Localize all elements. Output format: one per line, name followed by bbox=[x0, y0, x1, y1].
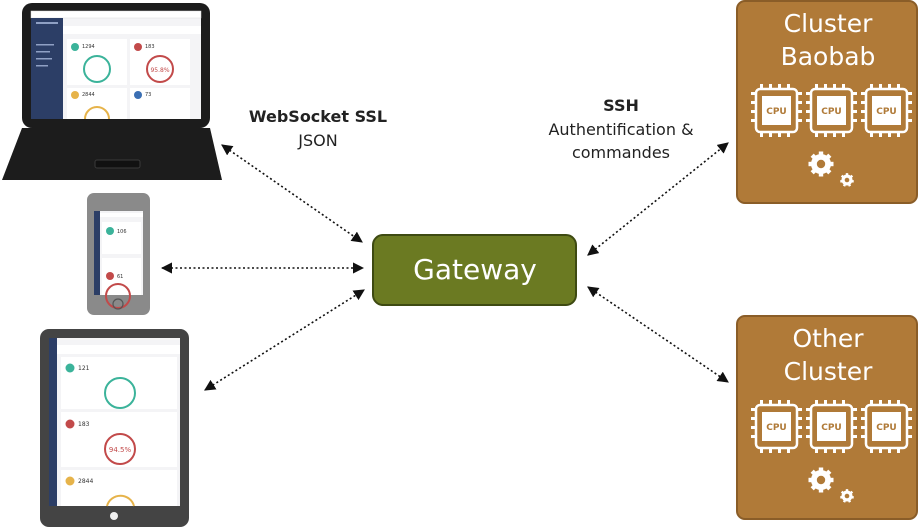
json-label: JSON bbox=[297, 131, 337, 150]
cpu-label: CPU bbox=[821, 107, 842, 117]
cpu-chip: CPU bbox=[806, 84, 857, 137]
gateway-baobab-arrow bbox=[587, 142, 729, 256]
laptop-ring-gauge bbox=[83, 55, 111, 83]
cluster-title-line1: Cluster bbox=[784, 9, 873, 38]
phone-device: 106 61 bbox=[87, 193, 150, 315]
cpu-label: CPU bbox=[876, 107, 897, 117]
websocket-label: WebSocket SSL bbox=[249, 107, 387, 126]
gear-icon bbox=[808, 467, 834, 493]
cpu-label: CPU bbox=[766, 423, 787, 433]
cpu-label: CPU bbox=[766, 107, 787, 117]
gateway-node: Gateway bbox=[372, 234, 577, 306]
cpu-chip: CPU bbox=[861, 400, 912, 453]
gear-icon bbox=[840, 173, 854, 187]
ssh-desc-line2: commandes bbox=[572, 143, 670, 162]
phone-widget-value: 61 bbox=[117, 274, 123, 280]
laptop-sidebar bbox=[31, 18, 63, 119]
cpu-chip: CPU bbox=[861, 84, 912, 137]
cluster-other: Other Cluster CPU CPU CPU bbox=[736, 315, 918, 520]
tablet-device: 121 183 2844 94.5% bbox=[40, 329, 189, 527]
cluster-title-line2: Baobab bbox=[781, 42, 876, 71]
tablet-home-button bbox=[110, 512, 118, 520]
tablet-gauge-value: 94.5% bbox=[109, 446, 132, 454]
tablet-widget-value: 2844 bbox=[78, 478, 93, 485]
laptop-widget-value: 2844 bbox=[82, 92, 95, 98]
cpu-chip: CPU bbox=[751, 84, 802, 137]
laptop-widget-value: 183 bbox=[145, 44, 155, 50]
phone-widget-value: 106 bbox=[117, 229, 127, 235]
gear-icon bbox=[808, 151, 834, 177]
cluster-baobab: Cluster Baobab CPU CPU CPU bbox=[736, 0, 918, 204]
laptop-gateway-arrow bbox=[221, 144, 363, 243]
tablet-widget-value: 121 bbox=[78, 365, 90, 372]
cluster-title-line2: Cluster bbox=[784, 357, 873, 386]
laptop-keyboard-base bbox=[2, 128, 222, 180]
cpu-label: CPU bbox=[876, 423, 897, 433]
laptop-widget-value: 1294 bbox=[82, 44, 95, 50]
cpu-label: CPU bbox=[821, 423, 842, 433]
cluster-title-line1: Other bbox=[793, 324, 865, 353]
phone-home-button bbox=[112, 298, 124, 310]
cpu-chip: CPU bbox=[751, 400, 802, 453]
cpu-chip: CPU bbox=[806, 400, 857, 453]
laptop-widget-value: 73 bbox=[145, 92, 151, 98]
laptop-device: 1294 183 2844 73 95.8% bbox=[2, 3, 222, 180]
laptop-gauge-value: 95.8% bbox=[150, 67, 169, 74]
ssh-label: SSH bbox=[603, 96, 639, 115]
gateway-label: Gateway bbox=[413, 253, 537, 286]
tablet-widget-value: 183 bbox=[78, 421, 90, 428]
ssh-desc-line1: Authentification & bbox=[548, 120, 693, 139]
laptop-ring-gauge bbox=[146, 55, 174, 83]
tablet-gateway-arrow bbox=[204, 289, 365, 391]
gear-icon bbox=[840, 489, 854, 503]
gateway-other-arrow bbox=[587, 286, 729, 383]
